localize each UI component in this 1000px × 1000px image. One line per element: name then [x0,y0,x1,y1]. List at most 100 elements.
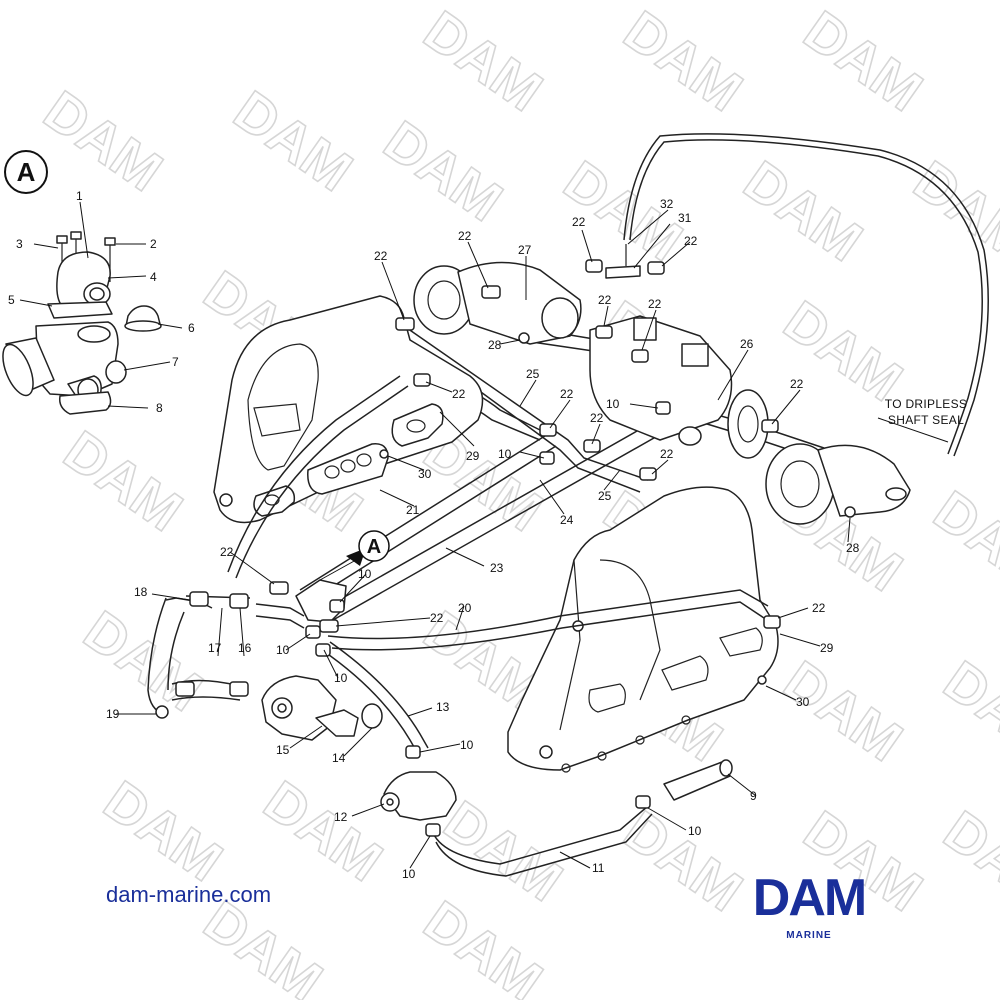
logo-wordmark: DAM [752,869,867,927]
callout-label: 1 [76,189,83,203]
callout-label: 10 [402,867,416,881]
view-a-letter: A [367,536,381,558]
callout-label: 22 [220,545,234,559]
callout-label: 32 [660,197,674,211]
clamp-10 [315,643,331,657]
callout-label: 22 [684,234,698,248]
callout-label: 10 [688,824,702,838]
watermark-text: DAM [773,648,914,773]
callout-label: 28 [488,338,502,352]
housing-side-port [105,360,127,384]
plug-part-30-left [379,449,389,459]
hose-part-21 [227,375,409,579]
manifold-body-right [507,486,779,771]
callout-label: 17 [208,641,222,655]
callout-label: 9 [750,789,757,803]
clamp-22 [319,619,339,633]
callout-label: 10 [606,397,620,411]
exhaust-port-left-1 [307,443,389,495]
gasket-part-8 [58,391,112,415]
clamp-10 [655,401,671,415]
exhaust-elbow-assemblies [413,261,911,525]
watermark-text: DAM [413,0,554,123]
elbow-body-right [817,444,911,517]
drain-plug-right [539,745,553,759]
detail-a-marker: A [4,150,48,194]
watermark-text: DAM [923,478,1000,603]
callout-label: 19 [106,707,120,721]
watermark-text: DAM [93,768,234,893]
callout-label: 22 [560,387,574,401]
callout-label: 22 [452,387,466,401]
plug-part-19 [155,705,169,719]
left-exhaust-manifold [213,295,484,524]
callout-label: 22 [812,601,826,615]
detail-a-circle [4,150,48,194]
plug-part-28-upper [518,332,530,344]
watermark-text: DAM [933,648,1000,773]
clamp-22 [639,467,657,481]
callout-label: 31 [678,211,692,225]
riser-port-top-left [633,317,657,341]
callout-label: 27 [518,243,532,257]
gasket-part-5 [47,301,113,319]
callout-label: 10 [334,671,348,685]
dripless-note-line1: TO DRIPLESS [885,397,967,411]
hose-part-25 [403,325,649,493]
callout-label: 23 [490,561,504,575]
clamp-16 [189,591,209,607]
clamp-22 [631,349,649,363]
leader-lines [19,201,949,869]
logo-subtitle: MARINE [786,930,832,941]
callout-label: 13 [436,700,450,714]
exhaust-port-left-3 [253,485,296,517]
callout-label: 30 [796,695,810,709]
clamp-16 [229,681,249,697]
raw-water-pump-part-12 [383,771,457,821]
callout-label: 10 [498,447,512,461]
watermark-text: DAM [33,78,174,203]
callout-label: 22 [374,249,388,263]
clamp-22 [413,373,431,387]
watermark-text: DAM [53,418,194,543]
hose-part-23 [299,433,557,603]
watermark-text: DAM [73,598,214,723]
clamp-10 [305,625,321,639]
tee-fitting-part-31 [605,265,641,279]
tube-to-dripless-seal [623,133,989,457]
callout-label: 11 [592,861,605,875]
callout-label: 22 [590,411,604,425]
callout-label: 21 [406,503,420,517]
site-url-link[interactable]: dam-marine.com [106,882,272,907]
callout-label: 4 [150,270,157,284]
callout-label: 15 [276,743,290,757]
callout-label: 12 [334,810,348,824]
callout-label: 2 [150,237,157,251]
clamp-22 [269,581,289,595]
callout-label: 14 [332,751,346,765]
callout-label: 3 [16,237,23,251]
hose-clamps [155,259,781,837]
manifold-body-left [213,295,484,524]
drain-plug-left [219,493,233,507]
clamp-16 [229,593,249,609]
clamp-22 [647,261,665,275]
callout-label: 26 [740,337,754,351]
clamp-22 [595,325,613,339]
callout-labels: 1 3 2 4 5 6 7 8 22 22 27 22 32 31 22 22 … [8,189,967,881]
callout-label: 5 [8,293,15,307]
hose-part-13 [321,641,429,755]
callout-label: 22 [790,377,804,391]
callout-label: 28 [846,541,860,555]
clamp-16 [175,681,195,697]
clamp-10 [635,795,651,809]
callout-label: 24 [560,513,574,527]
pumps [261,675,457,821]
watermark-text: DAM [613,0,754,123]
watermark-text: DAM [733,148,874,273]
callout-label: 29 [820,641,834,655]
watermark-text: DAM [773,288,914,413]
exhaust-port-left-2 [391,403,444,447]
clamp-22 [761,419,779,433]
detail-a-letter: A [17,157,36,187]
